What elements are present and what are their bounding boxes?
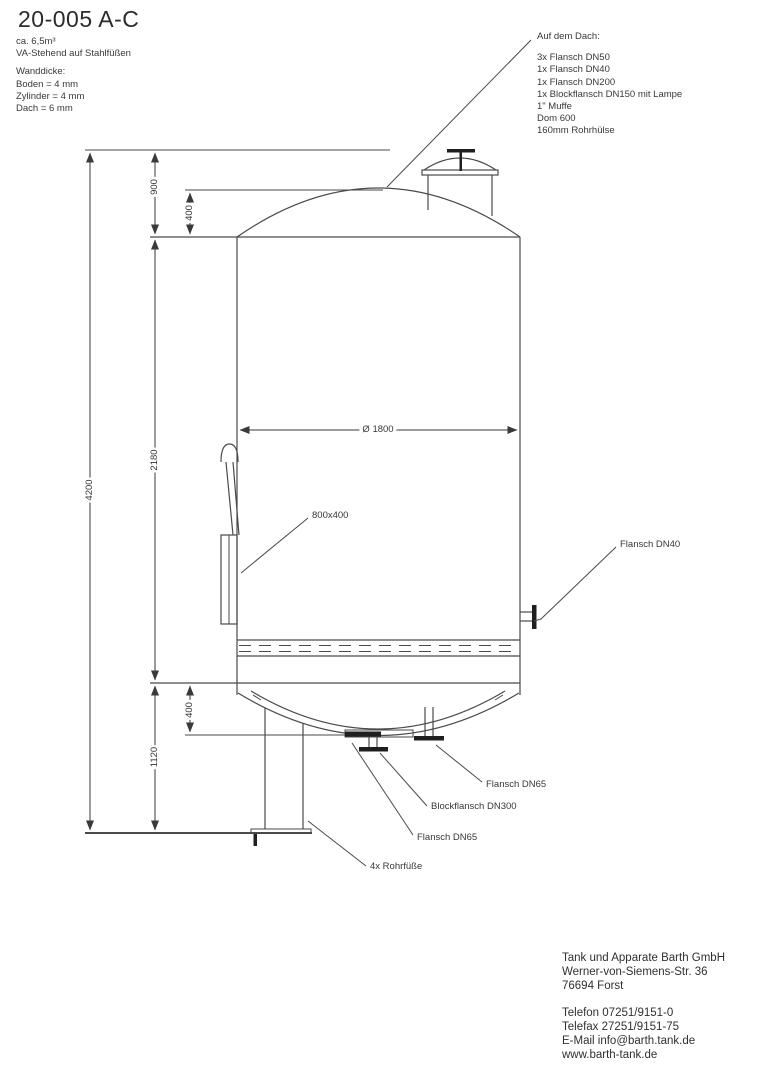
company-city: 76694 Forst: [562, 980, 624, 992]
company-phone: Telefon 07251/9151-0: [562, 1007, 674, 1019]
dim-total-height: 4200: [84, 477, 96, 503]
dim-lower-section: 1120: [149, 744, 161, 770]
davit-arm-2: [232, 461, 240, 536]
spec-volume: ca. 6,5m³: [16, 36, 56, 47]
dome-vent-handle-bar: [447, 149, 475, 153]
leader-block-flange: [379, 752, 428, 807]
block-flange-dark: [345, 731, 381, 737]
label-side-flange: Flansch DN40: [620, 539, 681, 550]
dim-cylinder-height: 2180: [149, 447, 161, 473]
roof-note-item: 160mm Rohrhülse: [537, 125, 615, 137]
dome-vent-stem: [459, 151, 462, 171]
drawing-number: 20-005 A-C: [18, 6, 140, 32]
roof-equipment-note: Auf dem Dach: 3x Flansch DN50 1x Flansch…: [537, 31, 682, 138]
wall-thickness-cylinder: Zylinder = 4 mm: [16, 90, 85, 102]
company-email: E-Mail info@barth.tank.de: [562, 1035, 696, 1047]
bottom-flange-right-face: [414, 736, 444, 741]
label-feet: 4x Rohrfüße: [370, 861, 423, 872]
roof-note-item: Dom 600: [537, 113, 576, 125]
dim-roof-height: 400: [184, 203, 196, 223]
dim-upper-section: 900: [149, 177, 161, 197]
label-block-flange: Blockflansch DN300: [431, 801, 517, 812]
wall-thickness-roof: Dach = 6 mm: [16, 103, 73, 115]
dim-diameter: Ø 1800: [359, 424, 397, 436]
foot-pin: [253, 833, 257, 846]
bottom-head-inner-arc: [250, 690, 506, 730]
roof-note-item: 1x Flansch DN200: [537, 76, 616, 88]
roof-note-item: 3x Flansch DN50: [537, 52, 610, 64]
leader-bottom-flange-left: [351, 742, 414, 836]
leader-bottom-flange-right: [435, 744, 483, 783]
roof-note-heading: Auf dem Dach:: [537, 31, 600, 42]
knuckle-tick-left: [252, 694, 262, 701]
company-block: Tank und Apparate Barth GmbH Werner-von-…: [562, 951, 725, 1062]
company-fax: Telefax 27251/9151-75: [562, 1021, 680, 1033]
roof-note-item: 1x Blockflansch DN150 mit Lampe: [537, 88, 683, 100]
leader-side-flange: [533, 546, 617, 622]
spec-block: ca. 6,5m³ VA-Stehend auf Stahlfüßen Wand…: [16, 36, 131, 115]
label-side-manway: 800x400: [312, 510, 349, 521]
roof-note-item: 1" Muffe: [537, 101, 572, 113]
side-flange-face: [532, 605, 537, 629]
company-name: Tank und Apparate Barth GmbH: [562, 952, 726, 964]
knuckle-tick-right: [494, 694, 504, 701]
davit-knob: [220, 443, 239, 463]
roof-arc: [236, 187, 521, 238]
davit-arm-1: [225, 461, 234, 536]
leader-roof-note: [386, 39, 532, 188]
company-street: Werner-von-Siemens-Str. 36: [562, 966, 708, 978]
company-web: www.barth-tank.de: [562, 1049, 658, 1061]
roof-note-item: 1x Flansch DN40: [537, 64, 610, 76]
leader-feet: [307, 820, 367, 867]
bottom-flange-center-face: [359, 747, 388, 752]
wall-thickness-heading: Wanddicke:: [16, 66, 66, 78]
spec-mounting: VA-Stehend auf Stahlfüßen: [16, 48, 131, 60]
dim-bottom-head-depth: 400: [184, 700, 196, 720]
leader-side-manway: [240, 517, 309, 574]
wall-thickness-bottom: Boden = 4 mm: [16, 78, 79, 90]
label-bottom-flange-left: Flansch DN65: [417, 832, 478, 843]
label-bottom-flange-right: Flansch DN65: [486, 779, 547, 790]
